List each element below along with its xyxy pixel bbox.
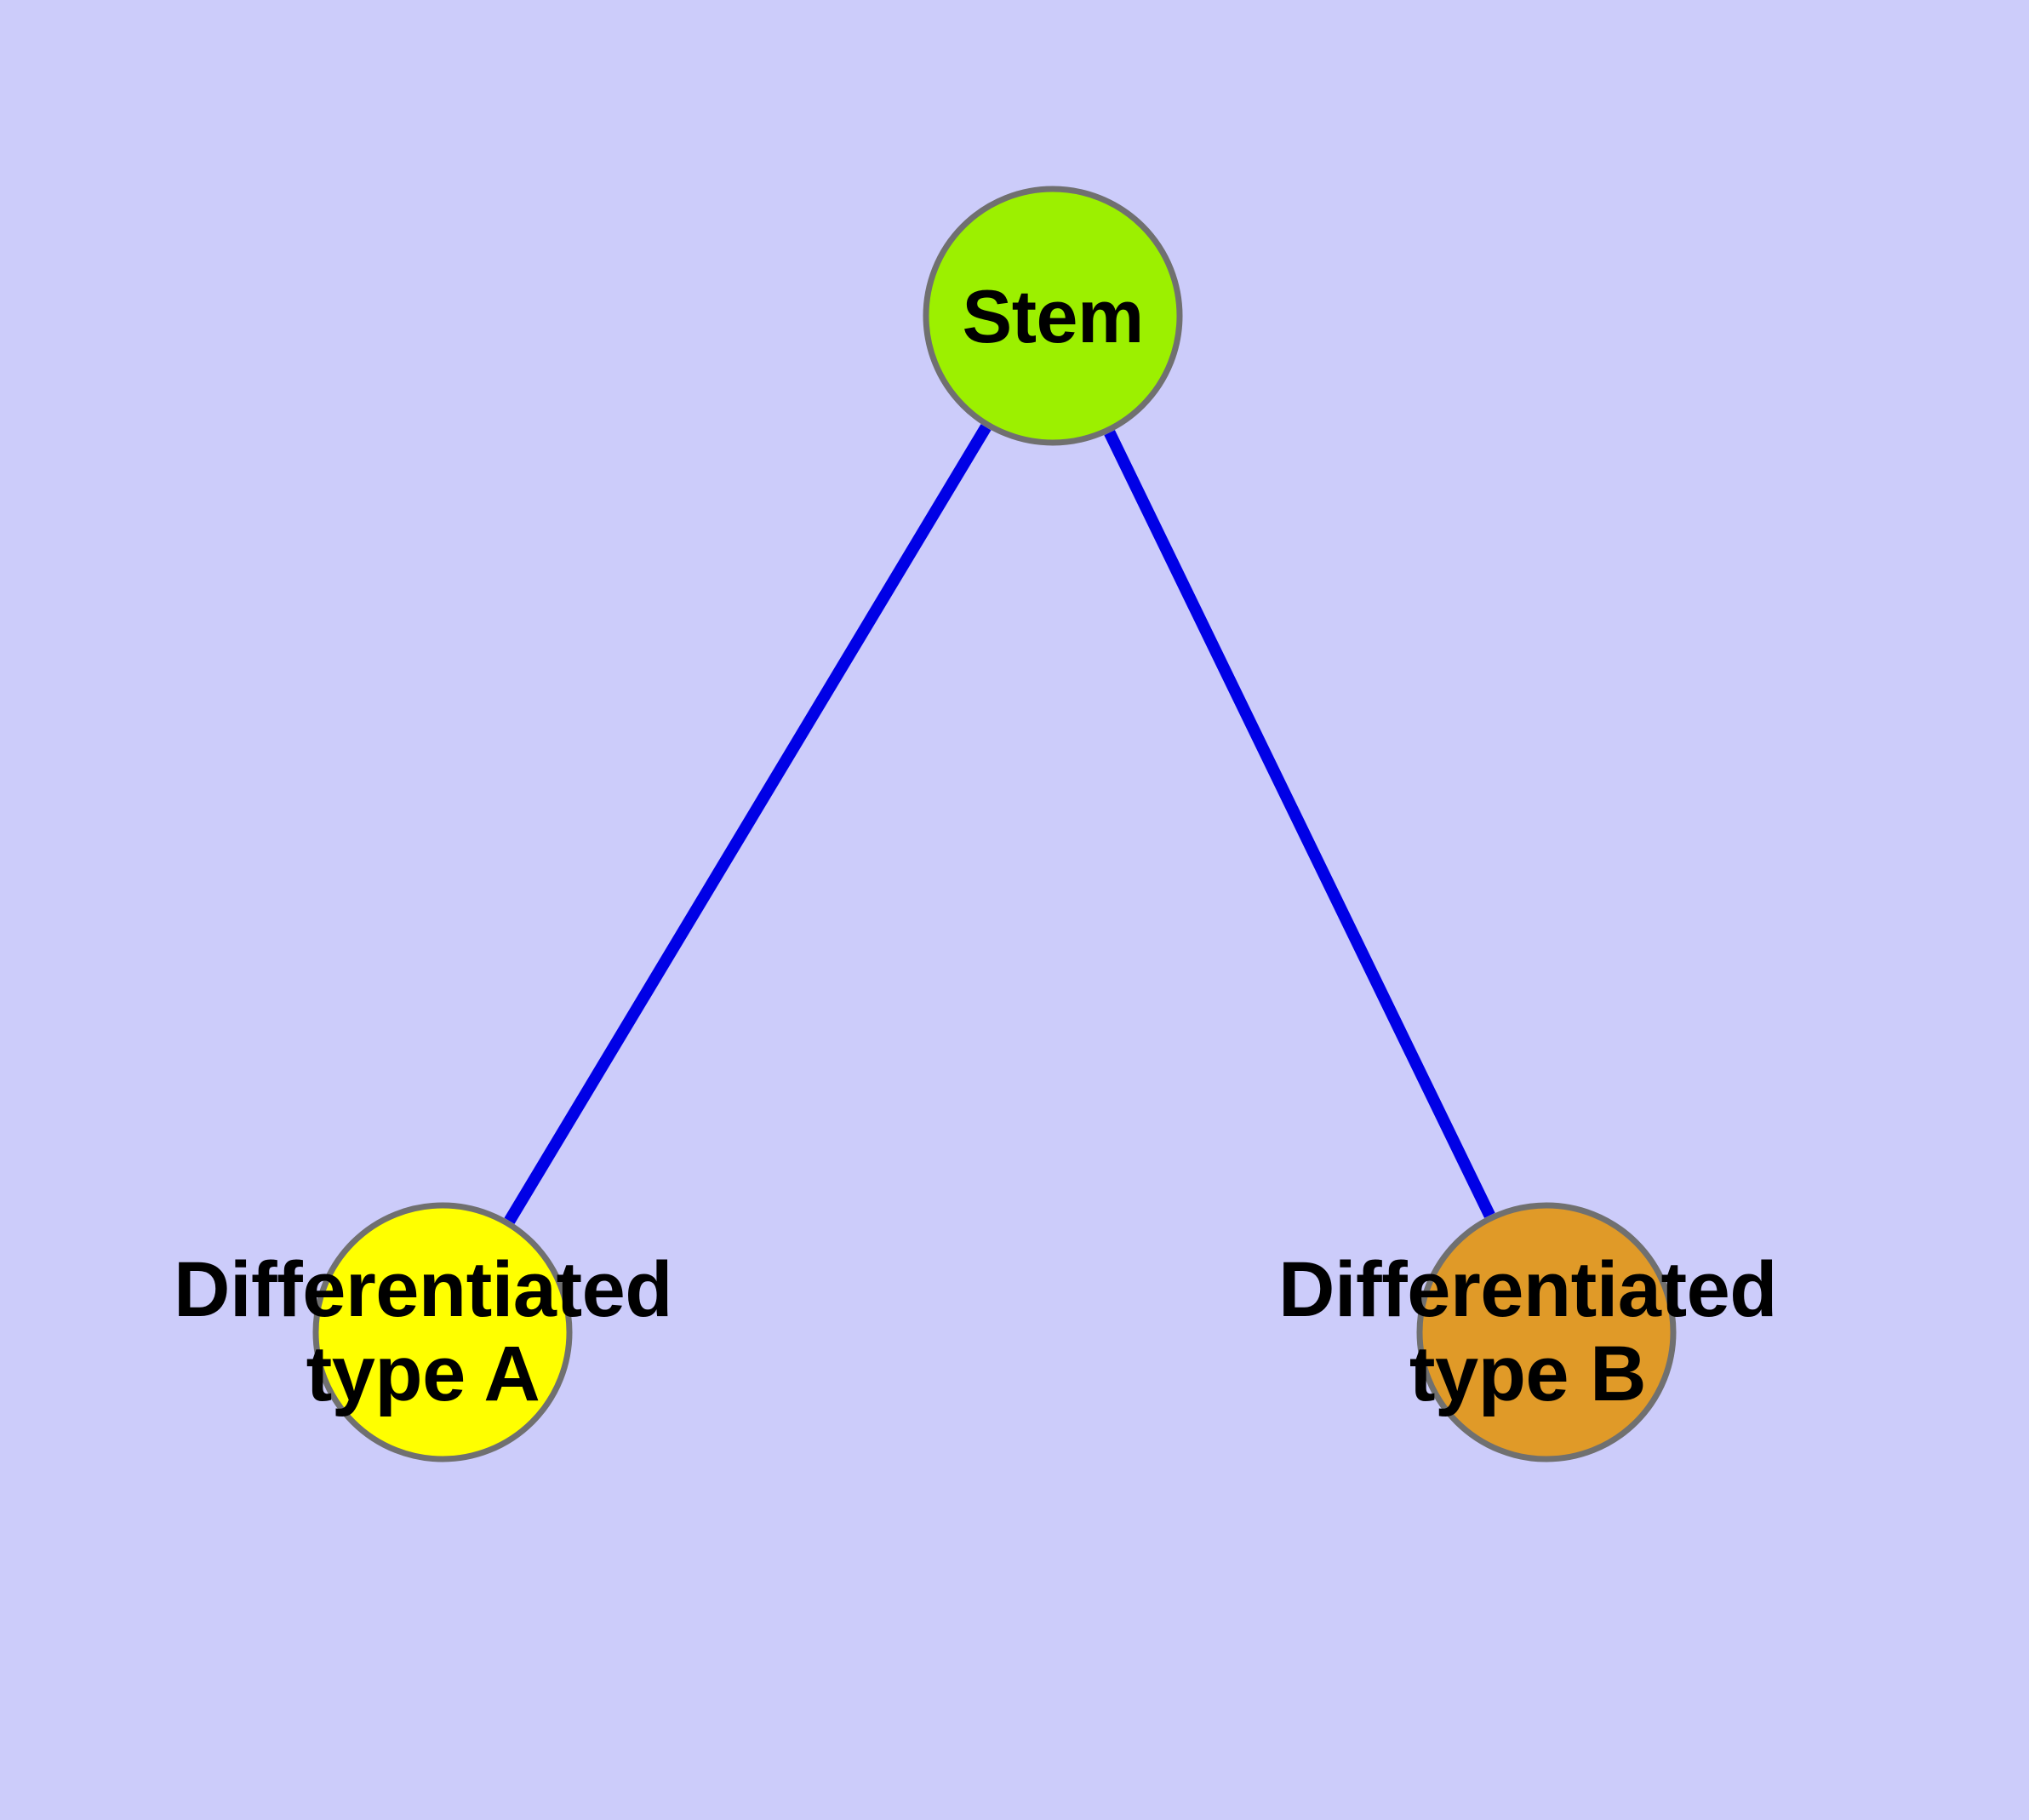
node-layer (312, 186, 1677, 1462)
graph-edge-stem-to-diff-a[interactable] (504, 424, 992, 1224)
graph-node-diff-b[interactable] (1416, 1202, 1677, 1462)
edge-layer (504, 424, 1495, 1224)
graph-node-stem[interactable] (923, 186, 1183, 446)
graph-node-diff-a[interactable] (312, 1202, 573, 1462)
graph-edge-stem-to-diff-b[interactable] (1104, 430, 1495, 1218)
